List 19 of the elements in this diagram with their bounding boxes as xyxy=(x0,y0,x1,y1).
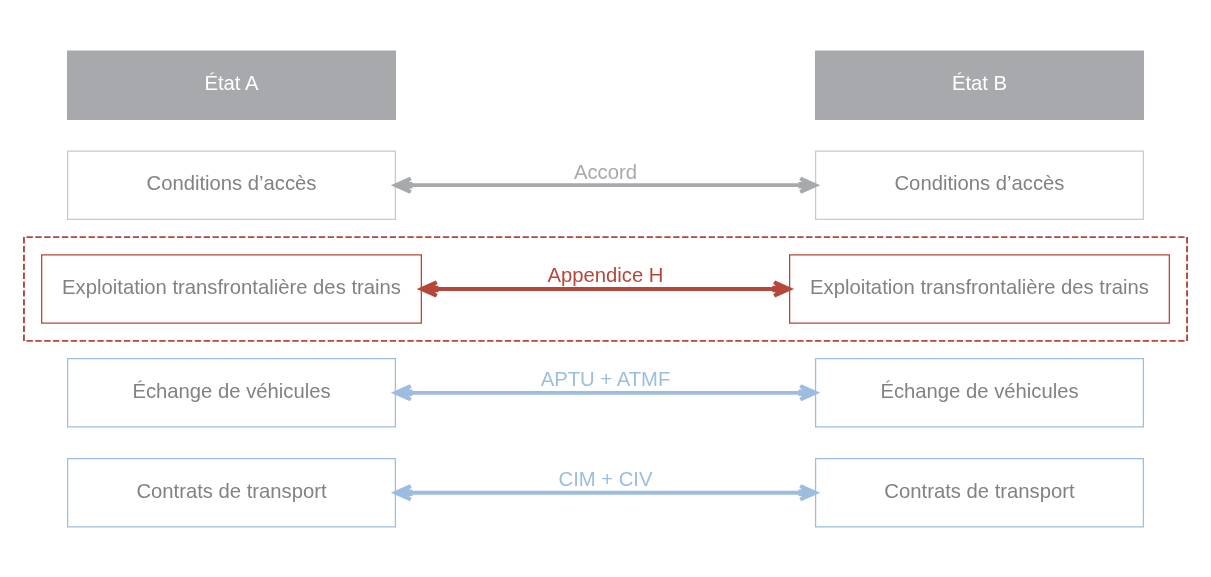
node-box: Conditions d’accès xyxy=(814,149,1145,220)
edge-label: APTU + ATMF xyxy=(540,367,671,390)
node-box: Exploitation transfrontalière des trains xyxy=(41,253,422,324)
cluster xyxy=(23,235,1188,342)
arrow xyxy=(419,279,792,298)
arrow xyxy=(393,176,818,194)
edge-label: CIM + CIV xyxy=(558,467,653,490)
arrow xyxy=(393,383,818,401)
node-box: Contrats de transport xyxy=(66,457,397,528)
arrow xyxy=(393,483,818,501)
node-box: Échange de véhicules xyxy=(66,357,397,428)
node-box: Contrats de transport xyxy=(814,457,1145,528)
node-box: État B xyxy=(814,49,1145,120)
node-box: Échange de véhicules xyxy=(814,357,1145,428)
node-box: État A xyxy=(66,49,397,120)
node-box: Exploitation transfrontalière des trains xyxy=(789,253,1170,324)
edge-label: Appendice H xyxy=(547,263,664,286)
edge-label: Accord xyxy=(573,160,638,183)
node-box: Conditions d’accès xyxy=(66,149,397,220)
